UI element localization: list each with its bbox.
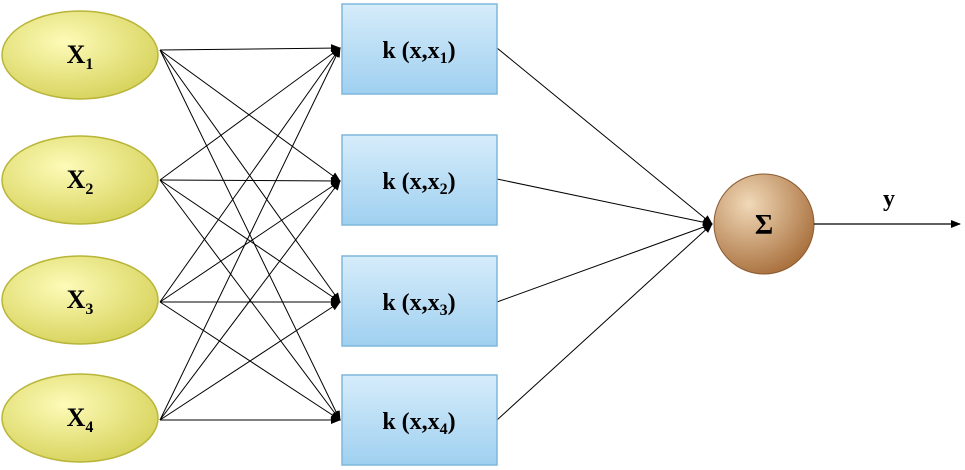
input-x3-sub: 3: [85, 301, 93, 318]
sum-symbol: Σ: [755, 210, 773, 241]
kernel-4-suffix: ): [448, 409, 456, 435]
edge-input3-kernel2: [159, 180, 341, 303]
input-x2-base: X: [67, 165, 86, 194]
edge-input4-kernel3: [159, 301, 341, 421]
edge-input1-kernel3: [159, 49, 341, 303]
edge-input4-kernel1: [159, 47, 341, 421]
edge-input2-kernel2: [159, 176, 341, 185]
input-node-x3: X3: [1, 255, 159, 345]
edge-input4-kernel2: [159, 180, 341, 421]
input-x3-base: X: [67, 285, 86, 314]
input-x4-base: X: [67, 403, 86, 432]
edge-input3-kernel1: [159, 47, 341, 303]
svg-text:X2: X2: [67, 165, 94, 198]
kernel-1-suffix: ): [448, 38, 456, 64]
svg-text:k (x,x4): k (x,x4): [382, 409, 455, 438]
kernel-3-suffix: ): [448, 290, 456, 316]
svg-text:k (x,x1): k (x,x1): [382, 38, 455, 67]
kernel-4-sub: 4: [440, 421, 448, 438]
svg-text:k (x,x3): k (x,x3): [382, 290, 455, 319]
svg-text:X3: X3: [67, 285, 94, 318]
kernel-1-sub: 1: [440, 50, 448, 67]
input-node-x1: X1: [1, 10, 159, 100]
svg-text:X1: X1: [67, 40, 94, 73]
input-x4-sub: 4: [85, 419, 93, 436]
edge-kernel2-sum: [496, 178, 713, 227]
kernel-node-2: k (x,x2): [341, 134, 498, 226]
edge-input1-kernel2: [159, 49, 341, 182]
edge-kernel3-sum: [496, 223, 713, 303]
kernel-2-suffix: ): [448, 169, 456, 195]
kernel-node-4: k (x,x4): [341, 374, 498, 466]
kernel-node-1: k (x,x1): [341, 3, 498, 95]
sum-node: Σ: [713, 173, 815, 275]
kernel-3-sub: 3: [440, 302, 448, 319]
kernel-1-prefix: k (x,x: [382, 38, 439, 64]
svg-text:X4: X4: [67, 403, 94, 436]
edge-kernel4-sum: [496, 223, 713, 421]
kernel-2-sub: 2: [440, 181, 448, 198]
connection-edges: [159, 44, 713, 424]
input-x2-sub: 2: [85, 181, 93, 198]
kernel-2-prefix: k (x,x: [382, 169, 439, 195]
input-node-x4: X4: [1, 373, 159, 463]
input-node-x2: X2: [1, 135, 159, 225]
svg-text:k (x,x2): k (x,x2): [382, 169, 455, 198]
kernel-node-3: k (x,x3): [341, 255, 498, 347]
output-label: y: [883, 186, 895, 212]
input-x1-sub: 1: [85, 56, 93, 73]
edge-input1-kernel1: [159, 44, 341, 53]
kernel-3-prefix: k (x,x: [382, 290, 439, 316]
input-x1-base: X: [67, 40, 86, 69]
edge-kernel1-sum: [496, 47, 713, 225]
kernel-4-prefix: k (x,x: [382, 409, 439, 435]
edge-input2-kernel1: [159, 47, 341, 181]
